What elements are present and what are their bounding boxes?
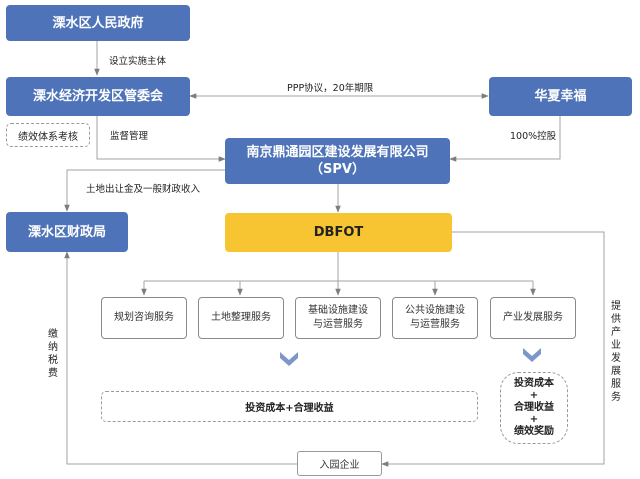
return-left-label: 投资成本+合理收益 <box>245 403 334 414</box>
committee-label: 溧水经济开发区管委会 <box>32 89 163 104</box>
huaxia-box: 华夏幸福 <box>489 77 632 116</box>
return-left-box: 投资成本+合理收益 <box>101 391 478 422</box>
dbfot-label: DBFOT <box>313 225 364 240</box>
industry-label: 提供产业发展服务 <box>611 301 621 403</box>
return-right-line: 投资成本 <box>514 378 554 389</box>
service-public-facilities: 公共设施建设 与运营服务 <box>392 297 478 339</box>
gov-box: 溧水区人民政府 <box>6 5 190 41</box>
service-land: 土地整理服务 <box>198 297 284 339</box>
holding-label: 100%控股 <box>510 131 557 142</box>
enterprise-label: 入园企业 <box>319 460 360 471</box>
return-right-plus: + <box>529 390 539 401</box>
supervise-label: 监督管理 <box>110 131 149 142</box>
arrow-tax <box>64 251 297 465</box>
enterprise-box: 入园企业 <box>297 451 382 476</box>
return-right-line: 绩效奖励 <box>514 426 554 437</box>
gov-label: 溧水区人民政府 <box>52 15 144 31</box>
service-label: 规划咨询服务 <box>114 312 174 323</box>
committee-box: 溧水经济开发区管委会 <box>6 77 190 116</box>
dbfot-box: DBFOT <box>225 213 452 252</box>
chevron-down-icon <box>280 352 298 366</box>
spv-label-line2: （SPV） <box>310 162 365 177</box>
service-label: 与运营服务 <box>313 319 363 330</box>
tax-label: 缴纳税费 <box>48 329 58 379</box>
service-industry: 产业发展服务 <box>490 297 576 339</box>
service-label: 与运营服务 <box>410 319 460 330</box>
huaxia-label: 华夏幸福 <box>534 89 587 104</box>
finance-label: 溧水区财政局 <box>27 224 106 240</box>
arrow-supervise <box>96 116 226 162</box>
service-label: 产业发展服务 <box>503 312 563 323</box>
kpi-label: 绩效体系考核 <box>18 131 78 143</box>
land-label: 土地出让金及一般财政收入 <box>86 184 201 195</box>
arrow-holding <box>449 116 561 162</box>
return-right-plus: + <box>529 414 539 425</box>
finance-box: 溧水区财政局 <box>6 212 128 252</box>
arrow-industry <box>381 231 605 467</box>
ppp-label: PPP协议，20年期限 <box>287 83 374 94</box>
setup-label: 设立实施主体 <box>109 56 167 67</box>
service-planning: 规划咨询服务 <box>101 297 187 339</box>
service-label: 公共设施建设 <box>405 305 465 316</box>
chevron-down-icon <box>523 348 541 362</box>
spv-box: 南京鼎通园区建设发展有限公司 （SPV） <box>225 138 450 184</box>
kpi-box: 绩效体系考核 <box>6 123 90 147</box>
service-label: 土地整理服务 <box>211 312 271 323</box>
service-infrastructure: 基础设施建设 与运营服务 <box>295 297 381 339</box>
service-label: 基础设施建设 <box>308 305 368 316</box>
return-right-line: 合理收益 <box>514 402 554 413</box>
return-right-box: 投资成本 + 合理收益 + 绩效奖励 <box>500 372 568 444</box>
spv-label-line1: 南京鼎通园区建设发展有限公司 <box>246 145 429 160</box>
arrow-land <box>64 169 225 212</box>
